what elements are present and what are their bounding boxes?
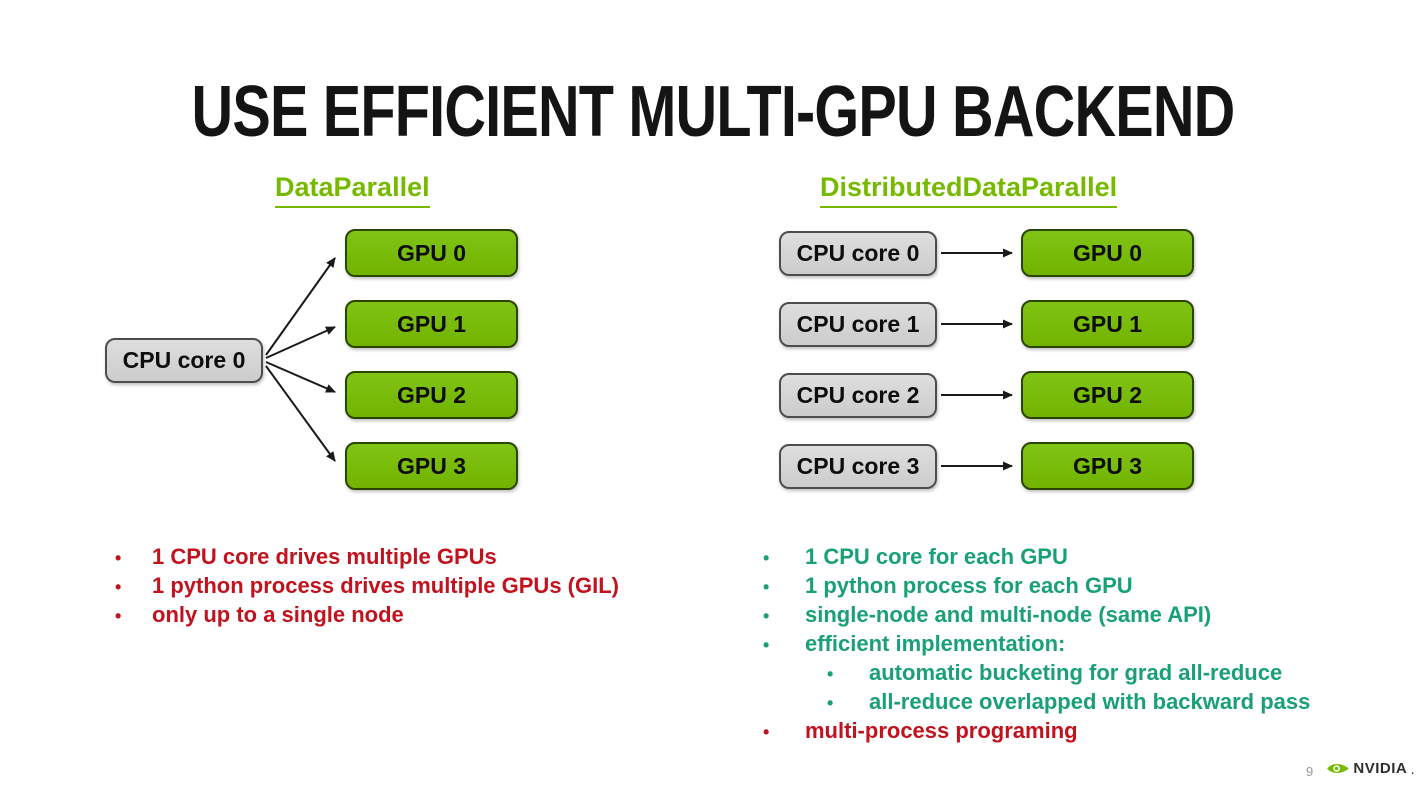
right-column-heading: DistributedDataParallel	[820, 172, 1118, 208]
bullet-dot: •	[115, 606, 122, 626]
bullet-item: • only up to a single node	[105, 601, 705, 630]
bullet-dot: •	[827, 693, 834, 713]
bullet-item: • all-reduce overlapped with backward pa…	[819, 688, 1395, 717]
right-gpu-box-2: GPU 2	[1021, 371, 1194, 419]
bullet-item: • automatic bucketing for grad all-reduc…	[819, 659, 1395, 688]
right-gpu-box-0: GPU 0	[1021, 229, 1194, 277]
right-gpu-box-1: GPU 1	[1021, 300, 1194, 348]
bullet-item: • efficient implementation:	[755, 630, 1395, 659]
bullet-item: • 1 python process drives multiple GPUs …	[105, 572, 705, 601]
bullet-text: all-reduce overlapped with backward pass	[869, 689, 1311, 714]
bullet-dot: •	[763, 548, 770, 568]
bullet-dot: •	[827, 664, 834, 684]
nvidia-eye-icon	[1327, 764, 1350, 773]
left-gpu-box-2: GPU 2	[345, 371, 518, 419]
nvidia-logo-mark: .	[1411, 766, 1414, 777]
bullet-dot: •	[763, 635, 770, 655]
bullet-text: multi-process programing	[805, 718, 1078, 743]
bullet-text: 1 python process for each GPU	[805, 573, 1133, 598]
nvidia-logo: NVIDIA .	[1327, 760, 1414, 777]
bullet-dot: •	[115, 548, 122, 568]
left-column-heading: DataParallel	[275, 172, 430, 208]
bullet-item: • 1 python process for each GPU	[755, 572, 1395, 601]
right-cpu-core-box-3: CPU core 3	[779, 444, 937, 489]
left-gpu-box-3: GPU 3	[345, 442, 518, 490]
right-cpu-core-box-1: CPU core 1	[779, 302, 937, 347]
right-cpu-core-box-0: CPU core 0	[779, 231, 937, 276]
right-gpu-box-3: GPU 3	[1021, 442, 1194, 490]
left-cpu-core-box: CPU core 0	[105, 338, 263, 383]
bullet-item: • multi-process programing	[755, 717, 1395, 746]
left-bullet-list: • 1 CPU core drives multiple GPUs • 1 py…	[105, 543, 705, 630]
bullet-item: • 1 CPU core for each GPU	[755, 543, 1395, 572]
bullet-text: automatic bucketing for grad all-reduce	[869, 660, 1283, 685]
slide-title: USE EFFICIENT MULTI-GPU BACKEND	[191, 72, 1236, 152]
bullet-dot: •	[763, 606, 770, 626]
bullet-text: 1 CPU core drives multiple GPUs	[152, 544, 497, 569]
right-bullet-list: • 1 CPU core for each GPU • 1 python pro…	[755, 543, 1395, 746]
page-number: 9	[1306, 764, 1314, 779]
bullet-dot: •	[763, 722, 770, 742]
right-cpu-core-box-2: CPU core 2	[779, 373, 937, 418]
bullet-text: single-node and multi-node (same API)	[805, 602, 1212, 627]
nvidia-logo-text: NVIDIA	[1353, 760, 1408, 777]
left-gpu-box-1: GPU 1	[345, 300, 518, 348]
bullet-text: 1 CPU core for each GPU	[805, 544, 1068, 569]
bullet-item: • single-node and multi-node (same API)	[755, 601, 1395, 630]
bullet-dot: •	[115, 577, 122, 597]
bullet-text: only up to a single node	[152, 602, 404, 627]
bullet-text: 1 python process drives multiple GPUs (G…	[152, 573, 619, 598]
bullet-dot: •	[763, 577, 770, 597]
bullet-text: efficient implementation:	[805, 631, 1066, 656]
bullet-item: • 1 CPU core drives multiple GPUs	[105, 543, 705, 572]
left-gpu-box-0: GPU 0	[345, 229, 518, 277]
